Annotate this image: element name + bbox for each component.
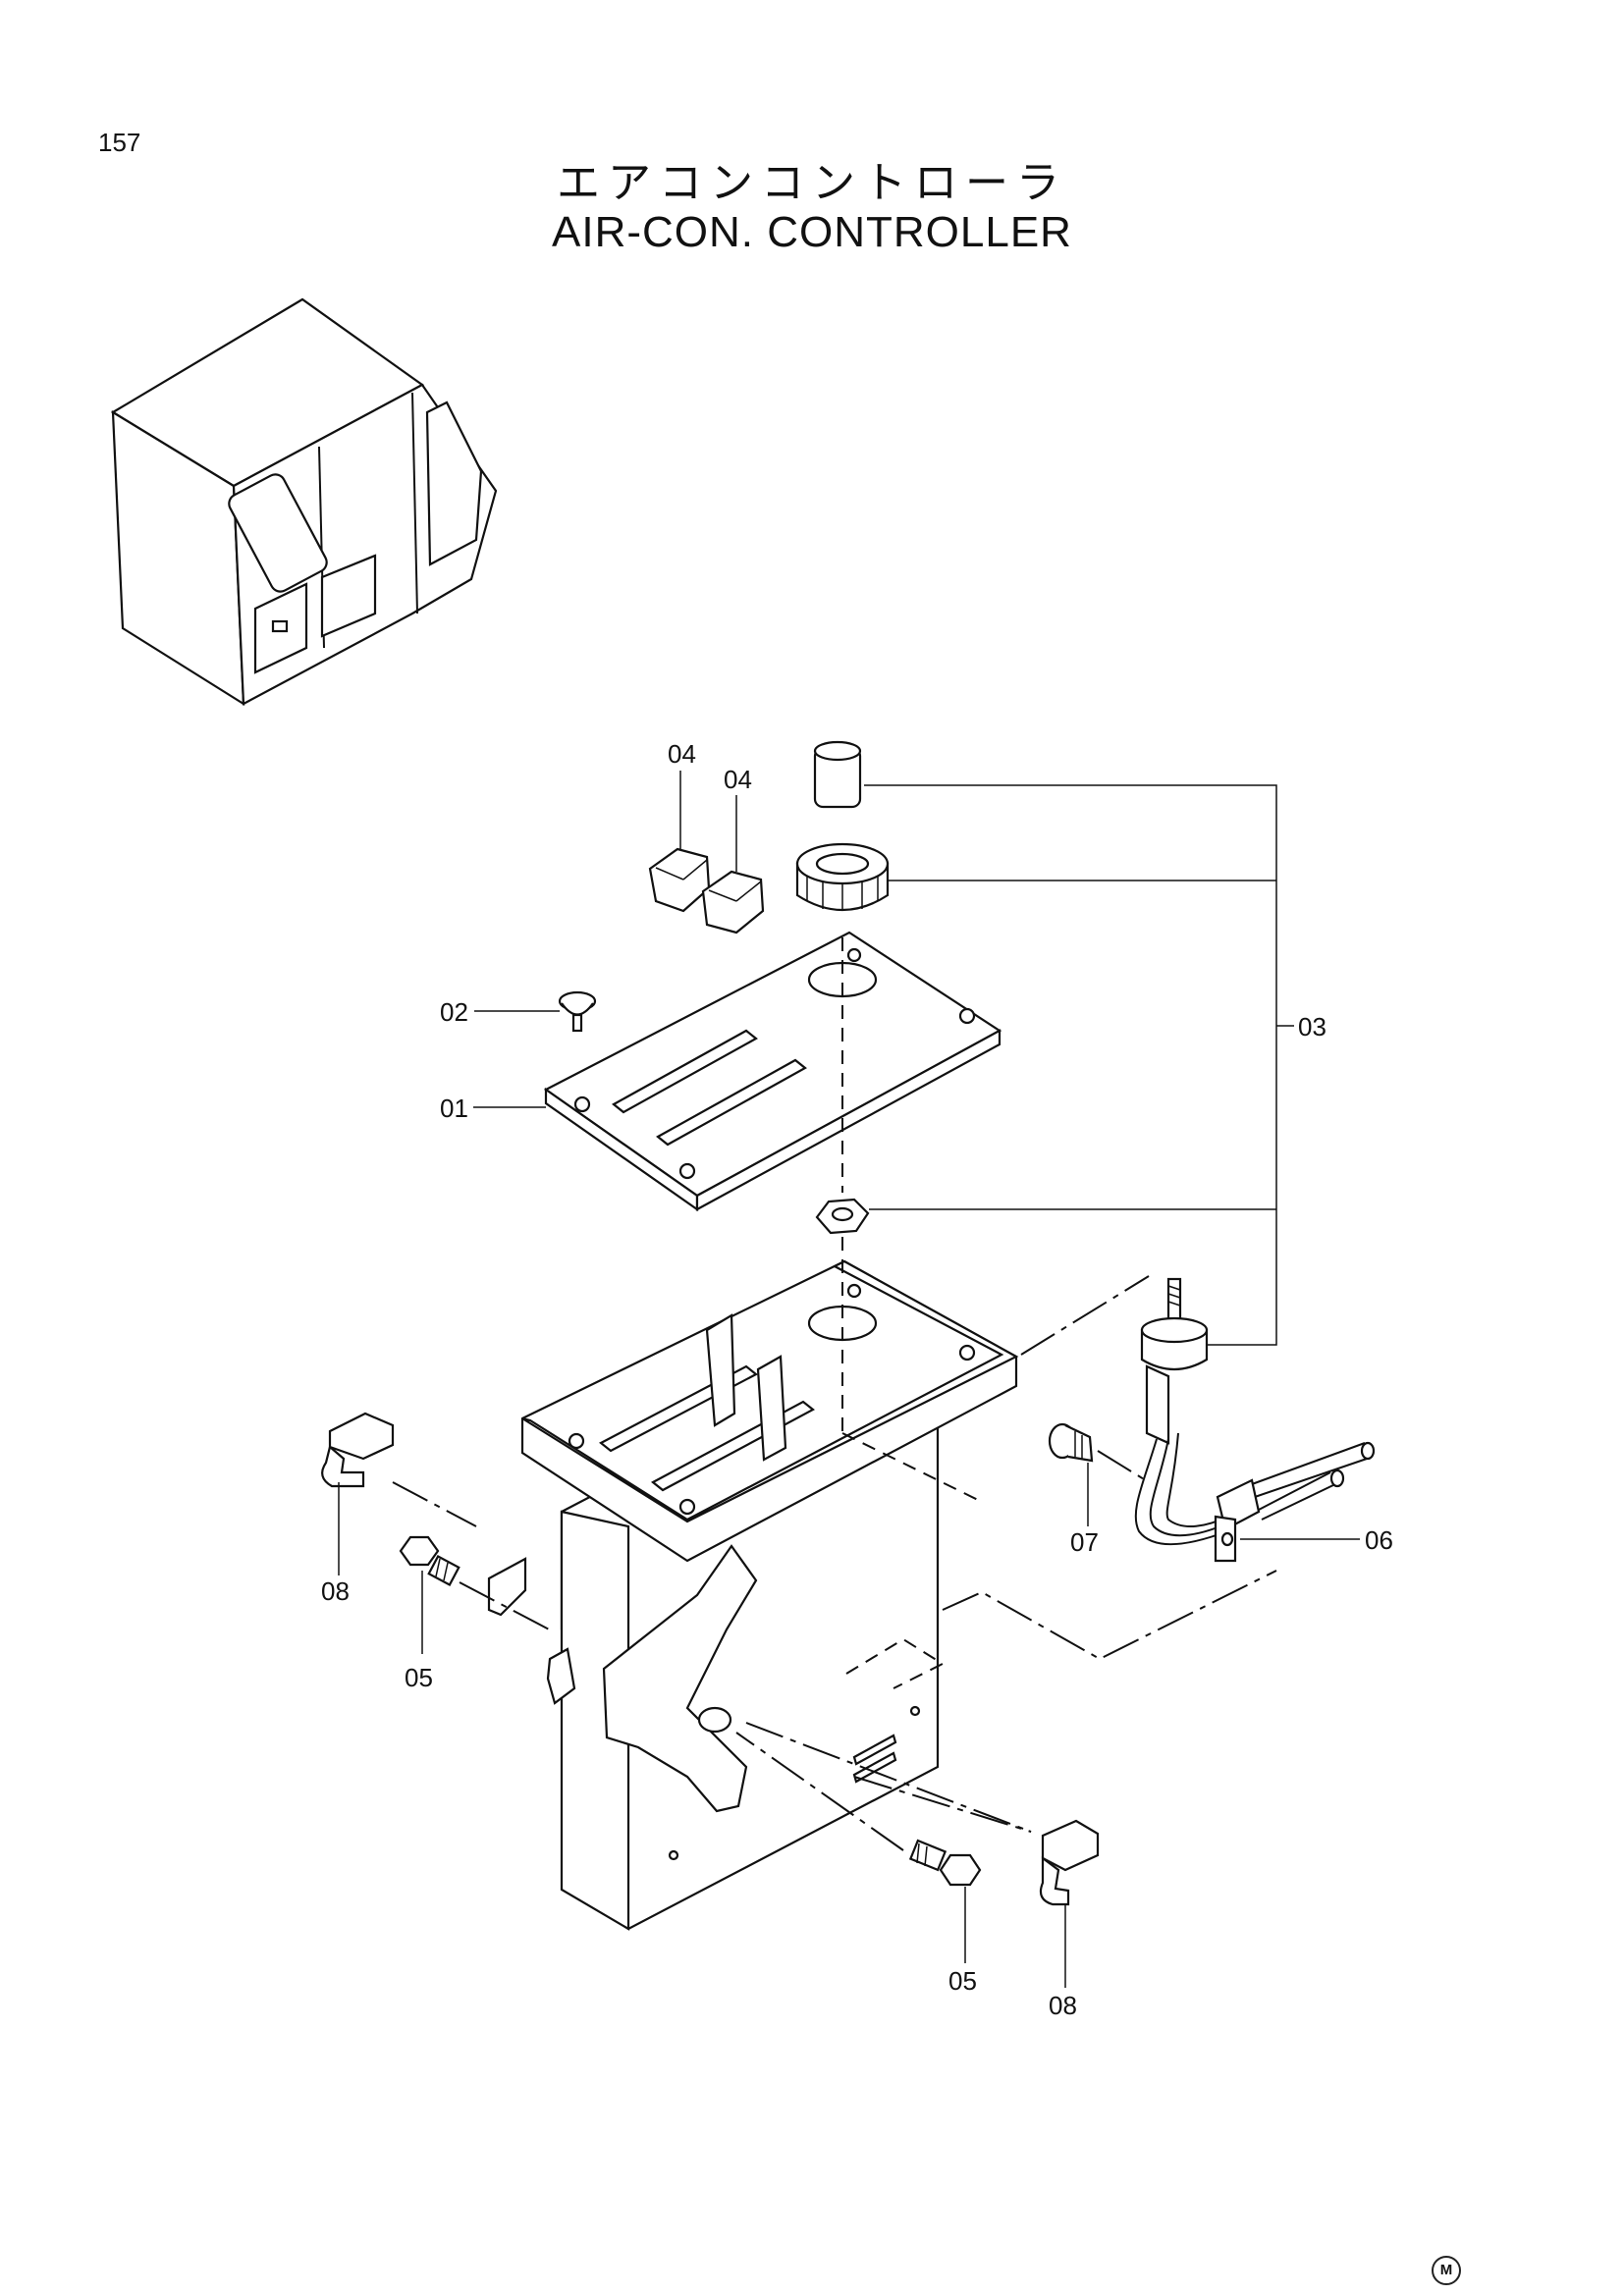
callout-03: 03 (1298, 1012, 1326, 1041)
circled-m-mark: M (1432, 2256, 1461, 2285)
knob-cap (813, 740, 862, 809)
callout-08: 08 (321, 1576, 350, 1606)
hex-bolt (908, 1839, 982, 1887)
callout-07: 07 (1070, 1527, 1099, 1557)
hex-bolt (399, 1535, 460, 1586)
callout-08: 08 (1049, 1991, 1077, 2020)
button-knob (701, 870, 765, 934)
knob-dial (795, 842, 890, 911)
controller-bracket (487, 1259, 1019, 1931)
callout-04: 04 (668, 739, 696, 769)
callout-05: 05 (948, 1966, 977, 1996)
control-cable (1134, 1277, 1376, 1563)
page-number: 157 (98, 128, 141, 157)
hex-nut (815, 1198, 870, 1235)
cab-locator-icon (110, 297, 498, 707)
screw-02 (558, 990, 597, 1033)
page-title: AIR-CON. CONTROLLER (552, 208, 1072, 256)
page-title-japanese: エアコンコントローラ (557, 158, 1067, 208)
callout-06: 06 (1365, 1525, 1393, 1555)
callout-01: 01 (440, 1094, 468, 1123)
button-knob (648, 847, 711, 913)
callout-05: 05 (405, 1663, 433, 1692)
cable-clip (321, 1412, 395, 1488)
callout-02: 02 (440, 997, 468, 1027)
leader-lines (338, 771, 1360, 1988)
cover-plate (543, 931, 1002, 1212)
callout-04: 04 (724, 765, 752, 794)
screw-07 (1048, 1422, 1094, 1463)
cable-clip (1039, 1819, 1100, 1906)
